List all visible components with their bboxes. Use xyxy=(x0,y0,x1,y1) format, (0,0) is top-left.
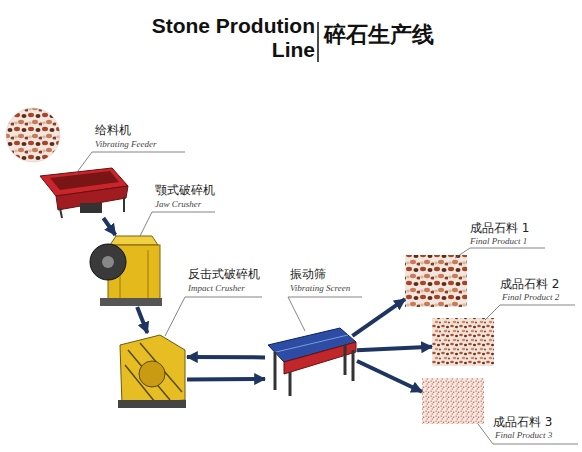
heading-label: 碎石生产线 xyxy=(324,22,434,48)
machine-name-english: Jaw Crusher xyxy=(155,199,201,210)
flow-arrow xyxy=(103,218,115,235)
machine-name-english: Final Product 2 xyxy=(502,292,559,303)
leader-line xyxy=(140,212,215,236)
machine-name: 颚式破碎机 xyxy=(155,183,215,197)
screen-leg xyxy=(344,345,347,375)
machine-name-english: Final Product 1 xyxy=(470,236,527,247)
machine-name: 成品石料 3 xyxy=(493,415,552,429)
machine-name: 反击式破碎机 xyxy=(188,267,260,281)
screen-leg xyxy=(274,352,277,390)
jaw-rib xyxy=(148,250,149,298)
product-sample xyxy=(405,255,467,307)
feeder-leg xyxy=(60,208,62,218)
machine-node: 成品石料 2Final Product 2 xyxy=(432,318,494,366)
leader-line xyxy=(485,305,575,320)
flow-arrow xyxy=(137,307,147,333)
machine-name: 给料机 xyxy=(95,123,131,137)
feeder-motor xyxy=(80,203,102,213)
machine-node: 成品石料 3Final Product 3 xyxy=(422,378,484,424)
impact-rib xyxy=(128,350,170,400)
jaw-base xyxy=(100,298,162,306)
flow-arrow xyxy=(352,299,405,336)
product-sample xyxy=(422,378,484,424)
machine-name: 成品石料 1 xyxy=(470,221,529,235)
jaw-hopper xyxy=(110,236,158,245)
impact-rotor xyxy=(139,361,165,387)
screen-side xyxy=(284,342,356,374)
leader-line xyxy=(75,152,185,175)
flow-arrow xyxy=(187,377,265,382)
flow-arrow xyxy=(357,361,422,392)
product-sample xyxy=(432,318,494,366)
leader-line xyxy=(165,297,262,336)
machine-name-english: Vibrating Feeder xyxy=(95,139,157,150)
leader-line xyxy=(288,297,362,331)
raw-stone-sample xyxy=(6,108,60,162)
machine-name: 振动筛 xyxy=(290,267,326,281)
heading-divider xyxy=(317,22,319,62)
machine-node: 反击式破碎机Impact Crusher xyxy=(115,333,187,408)
diagram-title: Stone Prodution Line xyxy=(125,14,315,62)
machine-node: 振动筛Vibrating Screen xyxy=(265,325,357,397)
feeder-leg xyxy=(123,197,125,212)
leader-line xyxy=(455,248,545,258)
jaw-hub xyxy=(102,256,114,268)
machine-name-english: Vibrating Screen xyxy=(290,283,350,294)
screen-leg xyxy=(289,372,292,396)
impact-body xyxy=(120,335,185,405)
screen-leg xyxy=(352,350,355,381)
impact-base xyxy=(118,400,186,408)
flow-arrow xyxy=(357,347,432,350)
machine-name-english: Impact Crusher xyxy=(188,283,245,294)
machine-name-english: Final Product 3 xyxy=(495,430,552,441)
machine-node: 给料机Vibrating Feeder xyxy=(40,168,128,218)
feeder-opening xyxy=(50,171,119,190)
impact-rib xyxy=(140,343,182,392)
jaw-flywheel xyxy=(90,244,126,280)
machine-node: 颚式破碎机Jaw Crusher xyxy=(95,235,163,307)
flow-arrow xyxy=(187,355,265,359)
machine-name: 成品石料 2 xyxy=(500,277,559,291)
machine-node: 成品石料 1Final Product 1 xyxy=(405,255,467,307)
